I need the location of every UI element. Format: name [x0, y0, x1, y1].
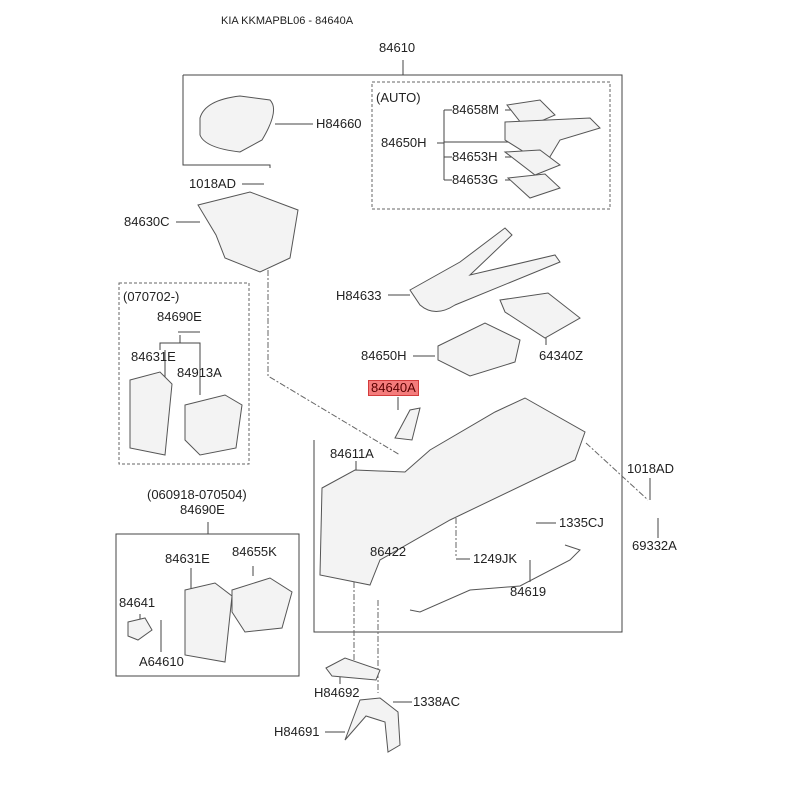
part-A64610[interactable]: A64610 — [139, 654, 184, 669]
g070702-panel-shape — [129, 371, 173, 456]
part-84690E-060918[interactable]: 84690E — [180, 502, 225, 517]
g070702-group-box — [118, 282, 250, 465]
part-1018AD-right[interactable]: 1018AD — [627, 461, 674, 476]
target-part-shape — [394, 407, 421, 441]
auto-group-box — [371, 81, 611, 210]
part-84655K[interactable]: 84655K — [232, 544, 277, 559]
harness-shape — [409, 544, 581, 613]
part-84631E-060918[interactable]: 84631E — [165, 551, 210, 566]
armrest-shape — [199, 95, 275, 153]
g060918-box-shape — [231, 577, 293, 633]
shift-bezel-shape — [437, 322, 521, 377]
cup-holder-shape — [409, 227, 561, 312]
part-64340Z[interactable]: 64340Z — [539, 348, 584, 363]
console-shape — [319, 397, 586, 586]
part-84653H[interactable]: 84653H — [452, 149, 498, 164]
insert-g-shape — [506, 173, 561, 199]
assembly-number[interactable]: 84610 — [379, 40, 416, 55]
diagram-title: KIA KKMAPBL06 - 84640A — [221, 15, 354, 27]
cover-shape — [506, 99, 556, 129]
insert-h-shape — [503, 149, 562, 176]
part-69332A[interactable]: 69332A — [632, 538, 677, 553]
part-H84660[interactable]: H84660 — [316, 116, 362, 131]
part-84640A-highlighted[interactable]: 84640A — [368, 380, 419, 396]
part-84913A[interactable]: 84913A — [177, 365, 222, 380]
part-84650H-auto[interactable]: 84650H — [381, 135, 427, 150]
part-84650H[interactable]: 84650H — [361, 348, 407, 363]
part-86422[interactable]: 86422 — [370, 544, 407, 559]
tray-shape — [499, 292, 581, 339]
ashtray-shape — [127, 617, 153, 641]
part-84641[interactable]: 84641 — [119, 595, 156, 610]
part-H84692[interactable]: H84692 — [314, 685, 360, 700]
g070702-box-shape — [184, 394, 243, 456]
part-H84691[interactable]: H84691 — [274, 724, 320, 739]
part-84619[interactable]: 84619 — [510, 584, 547, 599]
part-1249JK[interactable]: 1249JK — [473, 551, 518, 566]
storage-box-shape — [197, 191, 299, 273]
part-84690E-070702[interactable]: 84690E — [157, 309, 202, 324]
part-1018AD-top[interactable]: 1018AD — [189, 176, 236, 191]
lower-bracket-shape — [344, 697, 401, 753]
upper-bracket-shape — [325, 657, 381, 681]
auto-group-note: (AUTO) — [376, 90, 421, 105]
part-84631E-070702[interactable]: 84631E — [131, 349, 176, 364]
part-84611A[interactable]: 84611A — [330, 446, 374, 461]
part-84653G[interactable]: 84653G — [452, 172, 499, 187]
part-H84633[interactable]: H84633 — [336, 288, 382, 303]
g060918-note: (060918-070504) — [147, 487, 247, 502]
g070702-note: (070702-) — [123, 289, 180, 304]
g060918-panel-shape — [184, 582, 233, 663]
assembly-bracket-lines — [182, 60, 623, 633]
part-shapes — [127, 95, 601, 753]
part-84658M[interactable]: 84658M — [452, 102, 499, 117]
part-1335CJ[interactable]: 1335CJ — [559, 515, 604, 530]
part-84630C[interactable]: 84630C — [124, 214, 170, 229]
part-1338AC[interactable]: 1338AC — [413, 694, 460, 709]
